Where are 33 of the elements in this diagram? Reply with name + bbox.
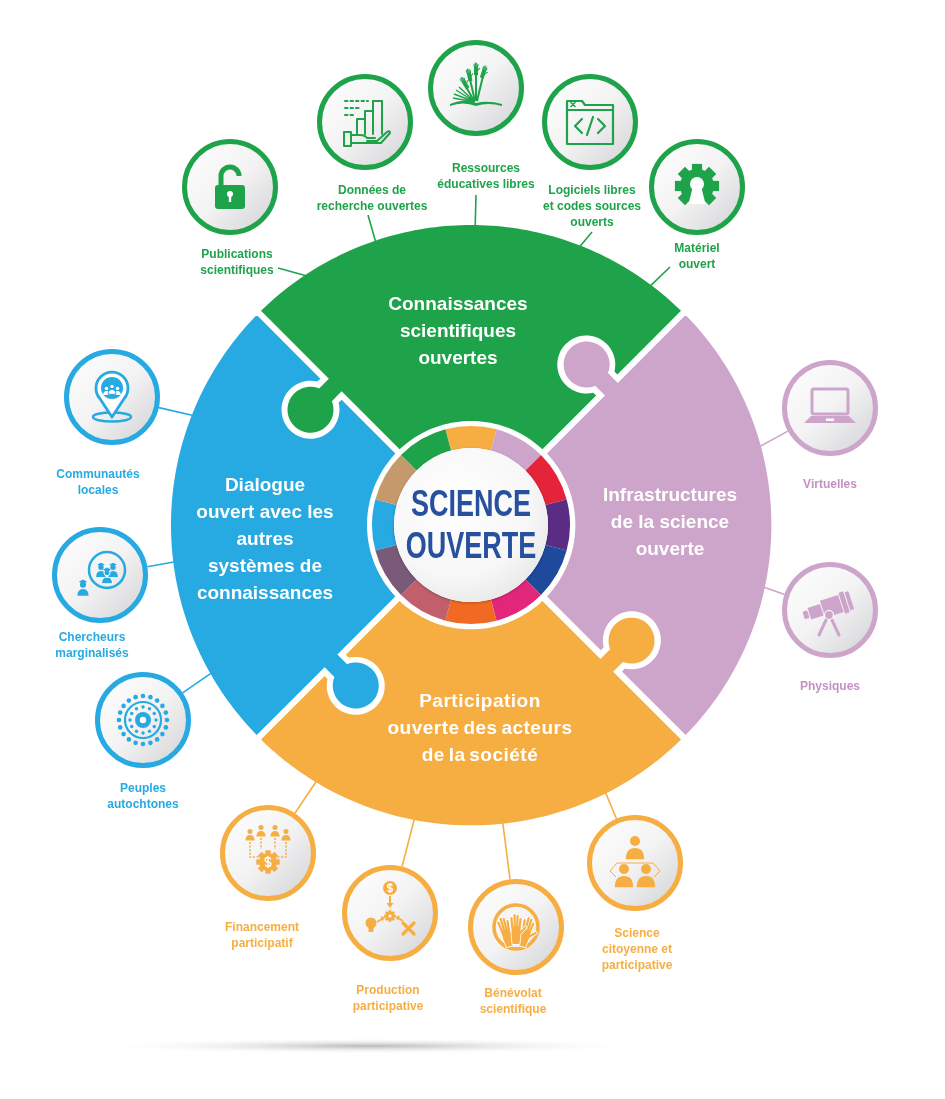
piece-title: Infrastructures de la science ouverte — [602, 483, 738, 559]
connector-line — [401, 818, 416, 868]
piece-title: Participation ouverte des acteurs de la société — [387, 689, 573, 765]
connector-line — [294, 780, 317, 814]
icon-label: Communautés locales — [56, 467, 140, 497]
connector-line — [277, 267, 306, 277]
connector-line — [604, 791, 618, 820]
connector-line — [181, 672, 212, 694]
connector-line — [158, 406, 193, 416]
connector-line — [763, 586, 786, 596]
center-title: SCIENCE OUVERTE — [405, 483, 537, 566]
icon-label: Science citoyenne et participative — [601, 926, 673, 972]
piece-title: Dialogue ouvert avec les autres systèmes de connaissances — [196, 473, 334, 603]
connector-line — [474, 194, 477, 227]
icon-label: Virtuelles — [803, 477, 857, 491]
icon-label: Bénévolat scientifique — [479, 986, 547, 1016]
icon-label: Publications scientifiques — [200, 247, 274, 277]
icon-label: Peuples autochtones — [107, 781, 179, 811]
icon-label: Données de recherche ouvertes — [316, 183, 428, 213]
connector-line — [759, 430, 789, 448]
connector-line — [502, 822, 511, 881]
connector-line — [650, 266, 671, 287]
icon-label: Ressources éducatives libres — [437, 161, 535, 191]
icon-label: Chercheurs marginalisés — [55, 630, 129, 660]
icon-label: Matériel ouvert — [674, 241, 720, 271]
icon-label: Production participative — [352, 983, 424, 1013]
connector-line — [367, 214, 377, 242]
icon-label: Logiciels libres et codes sources ouverts — [542, 183, 641, 229]
connector-line — [146, 561, 175, 568]
connector-line — [579, 231, 593, 247]
icon-label: Physiques — [800, 679, 860, 693]
piece-title: Connaissances scientifiques ouvertes — [388, 292, 528, 368]
icon-label: Financement participatif — [225, 920, 299, 950]
